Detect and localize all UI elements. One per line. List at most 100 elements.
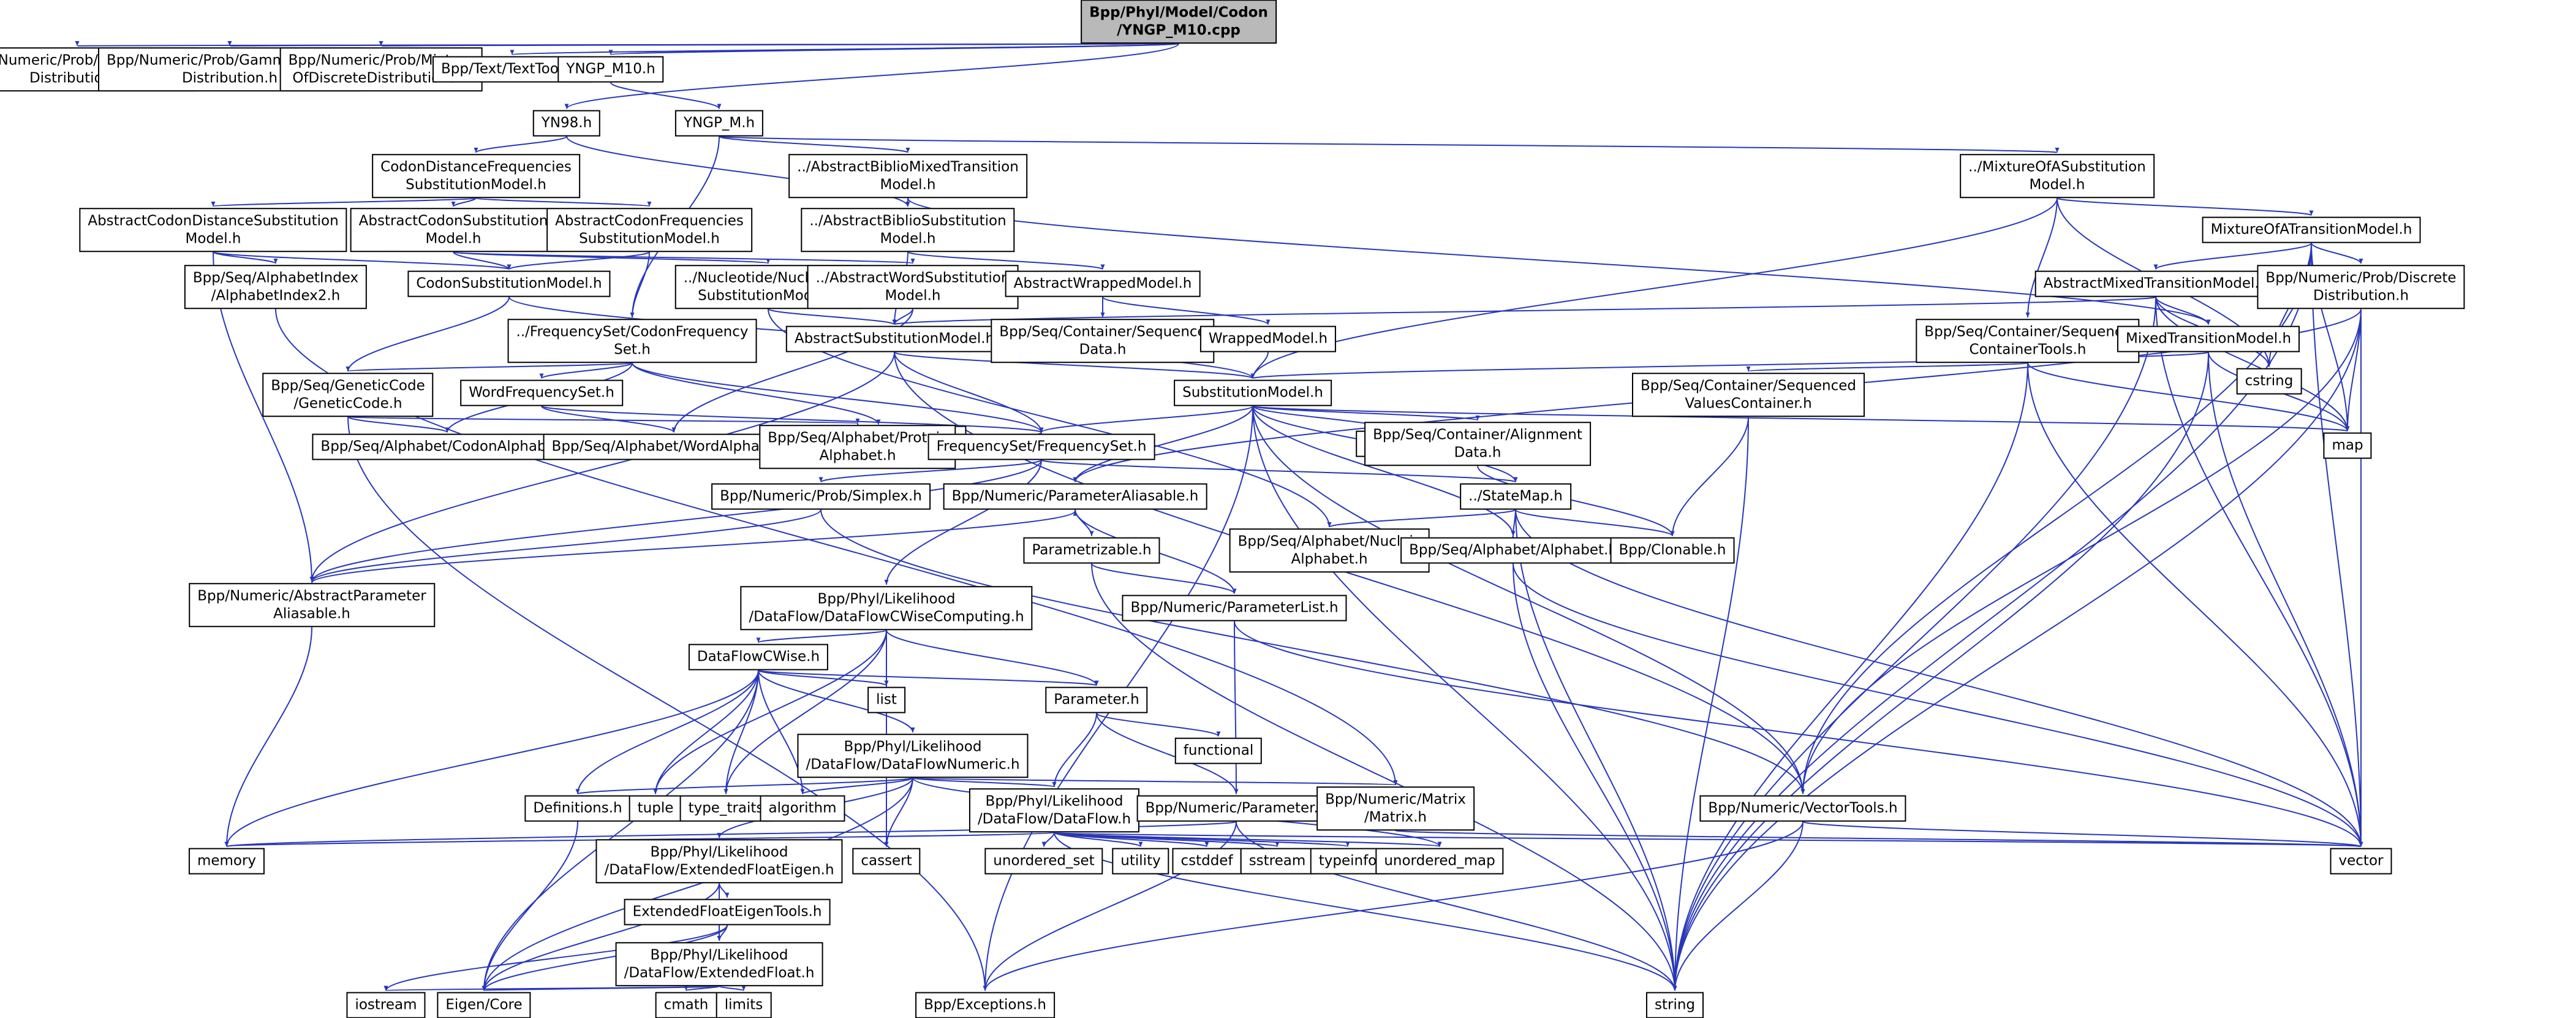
node-alphaidx2[interactable]: Bpp/Seq/AlphabetIndex /AlphabetIndex2.h xyxy=(184,265,368,309)
edge-efe-eigencore xyxy=(482,883,720,991)
node-sm[interactable]: SubstitutionModel.h xyxy=(1174,379,1332,406)
node-fs[interactable]: FrequencySet/FrequencySet.h xyxy=(927,433,1155,460)
node-ef[interactable]: Bpp/Phyl/Likelihood /DataFlow/ExtendedFl… xyxy=(615,942,823,986)
node-efetools[interactable]: ExtendedFloatEigenTools.h xyxy=(624,898,831,925)
node-label: Bpp/Numeric/VectorTools.h xyxy=(1708,800,1898,816)
node-codonalpha[interactable]: Bpp/Seq/Alphabet/CodonAlphabet.h xyxy=(312,433,583,460)
edge-absparamali-memory xyxy=(224,626,312,847)
edge-dfcw-definitions xyxy=(575,670,759,794)
node-dataflow[interactable]: Bpp/Phyl/Likelihood /DataFlow/DataFlow.h xyxy=(969,788,1140,832)
node-dfcc[interactable]: Bpp/Phyl/Likelihood /DataFlow/DataFlowCW… xyxy=(740,586,1033,630)
node-paramali[interactable]: Bpp/Numeric/ParameterAliasable.h xyxy=(943,483,1207,510)
edge-dfnum-definitions xyxy=(575,777,913,795)
node-label: Bpp/Seq/Container/Sequence Data.h xyxy=(999,324,1206,357)
node-label: unordered_set xyxy=(993,853,1095,869)
node-label: ../MixtureOfASubstitution Model.h xyxy=(1968,159,2146,192)
node-numparam[interactable]: Bpp/Numeric/Parameter.h xyxy=(1136,795,1336,822)
node-acdsm[interactable]: AbstractCodonDistanceSubstitution Model.… xyxy=(79,208,347,252)
node-yn98[interactable]: YN98.h xyxy=(532,110,601,137)
node-dfcw[interactable]: DataFlowCWise.h xyxy=(688,644,829,670)
edge-parametrizable-paramlist xyxy=(1091,563,1237,594)
edge-codonsm-gencode xyxy=(346,297,510,372)
node-abssm[interactable]: AbstractSubstitutionModel.h xyxy=(785,325,1003,352)
node-matrix[interactable]: Bpp/Numeric/Matrix /Matrix.h xyxy=(1316,786,1475,830)
edge-amtm-string xyxy=(1672,297,2156,991)
edge-absparamali-paramali xyxy=(311,510,1078,583)
node-seqdata[interactable]: Bpp/Seq/Container/Sequence Data.h xyxy=(991,319,1215,363)
node-nucalpha[interactable]: Bpp/Seq/Alphabet/Nucleic Alphabet.h xyxy=(1229,528,1430,572)
node-seqvalcont[interactable]: Bpp/Seq/Container/Sequenced ValuesContai… xyxy=(1631,373,1865,417)
edge-moatm-amtm xyxy=(2153,242,2312,270)
edge-numparam-exceptions xyxy=(983,821,1237,991)
edge-dataflow-uoset xyxy=(1041,832,1055,847)
node-abmtm[interactable]: ../AbstractBiblioMixedTransition Model.h xyxy=(788,154,1027,198)
node-vector: vector xyxy=(2330,848,2392,875)
node-yngpm[interactable]: YNGP_M.h xyxy=(674,110,764,137)
node-efe[interactable]: Bpp/Phyl/Likelihood /DataFlow/ExtendedFl… xyxy=(595,839,843,883)
node-functional: functional xyxy=(1174,737,1263,764)
node-yngpm10h[interactable]: YNGP_M10.h xyxy=(557,56,664,83)
edge-efetools-iostream xyxy=(383,925,728,991)
node-discdist[interactable]: Bpp/Numeric/Prob/Discrete Distribution.h xyxy=(2257,265,2465,309)
edge-dfnum-dataflow xyxy=(912,777,1057,788)
node-dfnum[interactable]: Bpp/Phyl/Likelihood /DataFlow/DataFlowNu… xyxy=(797,734,1029,778)
node-label: Bpp/Seq/Alphabet/Proteic Alphabet.h xyxy=(768,430,948,463)
node-acsm[interactable]: AbstractCodonSubstitution Model.h xyxy=(350,208,557,252)
edge-fs-dfcc xyxy=(884,460,1042,585)
edge-vectools-exceptions xyxy=(983,821,1804,991)
edge-yngpm-abmtm xyxy=(719,135,910,153)
node-alphabet[interactable]: Bpp/Seq/Alphabet/Alphabet.h xyxy=(1400,537,1626,564)
node-gencode[interactable]: Bpp/Seq/GeneticCode /GeneticCode.h xyxy=(262,373,434,417)
node-mtm[interactable]: MixedTransitionModel.h xyxy=(2117,325,2300,352)
node-exceptions[interactable]: Bpp/Exceptions.h xyxy=(915,992,1055,1018)
node-moatm[interactable]: MixtureOfATransitionModel.h xyxy=(2202,216,2421,243)
node-definitions[interactable]: Definitions.h xyxy=(524,795,631,822)
node-cmath: cmath xyxy=(655,992,717,1018)
node-label: CodonSubstitutionModel.h xyxy=(416,275,602,292)
edge-dfcc-dfcw xyxy=(756,629,887,644)
node-parameterh[interactable]: Parameter.h xyxy=(1045,686,1148,713)
node-codonsm[interactable]: CodonSubstitutionModel.h xyxy=(407,270,611,297)
node-aligndata[interactable]: Bpp/Seq/Container/Alignment Data.h xyxy=(1364,422,1591,466)
node-cdfsm[interactable]: CodonDistanceFrequencies SubstitutionMod… xyxy=(372,154,580,198)
node-protalpha[interactable]: Bpp/Seq/Alphabet/Proteic Alphabet.h xyxy=(759,425,956,469)
edge-alphabet-vector xyxy=(1513,563,2363,847)
node-awsm[interactable]: ../AbstractWordSubstitution Model.h xyxy=(807,265,1019,309)
edge-discdist-vectools xyxy=(1800,308,2362,794)
node-vectools[interactable]: Bpp/Numeric/VectorTools.h xyxy=(1699,795,1906,822)
edge-moasm-seqcontools xyxy=(2025,197,2058,318)
edge-dfcc-tuple xyxy=(653,629,887,794)
node-seqcontools[interactable]: Bpp/Seq/Container/Sequence ContainerTool… xyxy=(1916,319,2140,363)
node-absparamali[interactable]: Bpp/Numeric/AbstractParameter Aliasable.… xyxy=(189,583,435,627)
node-statemap[interactable]: ../StateMap.h xyxy=(1460,483,1571,510)
node-label: Bpp/Seq/Container/Alignment Data.h xyxy=(1373,427,1582,460)
node-wordfs[interactable]: WordFrequencySet.h xyxy=(460,379,623,406)
node-acfsm[interactable]: AbstractCodonFrequencies SubstitutionMod… xyxy=(546,208,752,252)
node-moasm[interactable]: ../MixtureOfASubstitution Model.h xyxy=(1960,154,2155,198)
node-absm[interactable]: ../AbstractBiblioSubstitution Model.h xyxy=(801,208,1015,252)
edge-root-yngpm10h xyxy=(609,43,1179,56)
edge-gencode-protalpha xyxy=(347,416,859,424)
node-awm[interactable]: AbstractWrappedModel.h xyxy=(1005,270,1201,297)
edge-parametrizable-string xyxy=(1091,563,1677,991)
node-simplex[interactable]: Bpp/Numeric/Prob/Simplex.h xyxy=(711,483,931,510)
edge-ef-eigencore xyxy=(482,986,720,992)
node-mixdisc[interactable]: Bpp/Numeric/Prob/Mixture OfDiscreteDistr… xyxy=(279,47,483,91)
edge-gencode-codonalpha xyxy=(347,416,450,433)
edge-dfcw-dfnum xyxy=(758,670,915,733)
node-label: Bpp/Phyl/Likelihood /DataFlow/DataFlowNu… xyxy=(806,739,1020,772)
node-paramlist[interactable]: Bpp/Numeric/ParameterList.h xyxy=(1122,594,1347,621)
node-codonfs[interactable]: ../FrequencySet/CodonFrequency Set.h xyxy=(507,319,757,363)
node-label: cassert xyxy=(861,853,912,869)
node-sstream: sstream xyxy=(1240,848,1315,875)
edge-amtm-abssm xyxy=(893,296,2156,325)
node-label: Bpp/Seq/AlphabetIndex /AlphabetIndex2.h xyxy=(192,270,359,303)
node-wrapped[interactable]: WrappedModel.h xyxy=(1199,325,1337,352)
edge-dfcw-tuple xyxy=(653,670,759,794)
node-amtm[interactable]: AbstractMixedTransitionModel.h xyxy=(2034,270,2277,297)
edge-paramali-parametrizable xyxy=(1075,509,1094,536)
edge-abssm-sm xyxy=(894,351,1255,379)
node-clonable[interactable]: Bpp/Clonable.h xyxy=(1610,537,1735,564)
edge-statemap-nucalpha xyxy=(1327,509,1516,528)
node-parametrizable[interactable]: Parametrizable.h xyxy=(1023,537,1160,564)
